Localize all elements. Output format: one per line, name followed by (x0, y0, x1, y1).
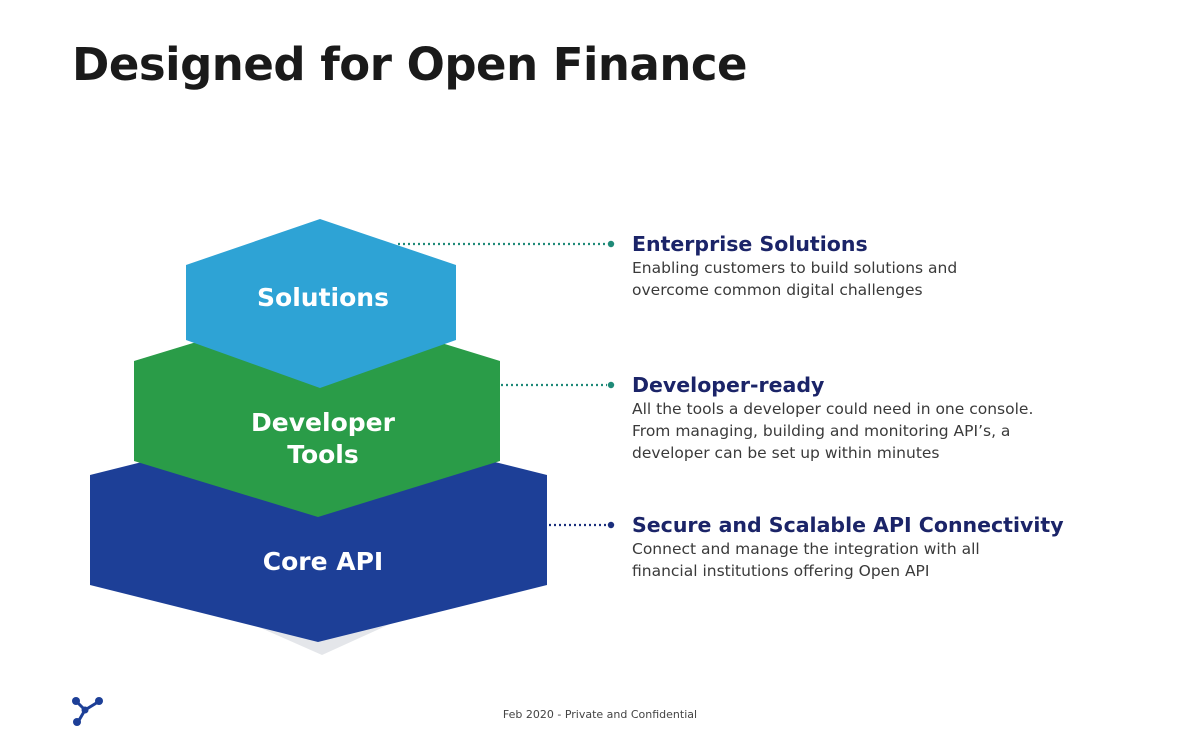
solutions-label: Solutions (257, 283, 389, 312)
footer-confidential-note: Feb 2020 - Private and Confidential (502, 708, 698, 721)
api-connectivity-line: Connect and manage the integration with … (632, 540, 980, 558)
developer-ready-block: Developer-ready All the tools a develope… (632, 372, 1192, 464)
connector-core-api (549, 521, 615, 529)
developer-tools-label-line-2: Tools (287, 440, 359, 469)
connector-end-dot (607, 381, 615, 389)
developer-ready-heading: Developer-ready (632, 373, 825, 397)
connector-developer-tools (501, 381, 615, 389)
connector-solutions (398, 240, 615, 248)
connector-end-dot (607, 240, 615, 248)
solutions-shape (186, 219, 456, 388)
developer-ready-line: developer can be set up within minutes (632, 444, 940, 462)
developer-ready-line: All the tools a developer could need in … (632, 400, 1034, 418)
enterprise-solutions-heading: Enterprise Solutions (632, 232, 868, 256)
enterprise-solutions-line: Enabling customers to build solutions an… (632, 259, 958, 277)
solutions-layer: Solutions (186, 219, 456, 388)
developer-tools-layer: Developer Tools (134, 305, 500, 517)
api-connectivity-line: financial institutions offering Open API (632, 562, 930, 580)
enterprise-solutions-block: Enterprise Solutions Enabling customers … (632, 231, 1192, 301)
connector-end-dot (607, 521, 615, 529)
developer-ready-line: From managing, building and monitoring A… (632, 422, 1011, 440)
slide-title: Designed for Open Finance (72, 38, 748, 91)
developer-tools-shape (134, 305, 500, 517)
core-api-label: Core API (263, 547, 383, 576)
api-connectivity-block: Secure and Scalable API Connectivity Con… (632, 512, 1192, 582)
api-connectivity-heading: Secure and Scalable API Connectivity (632, 513, 1064, 537)
developer-tools-label-line-1: Developer (251, 408, 396, 437)
company-logo-icon (72, 697, 103, 726)
enterprise-solutions-line: overcome common digital challenges (632, 281, 923, 299)
